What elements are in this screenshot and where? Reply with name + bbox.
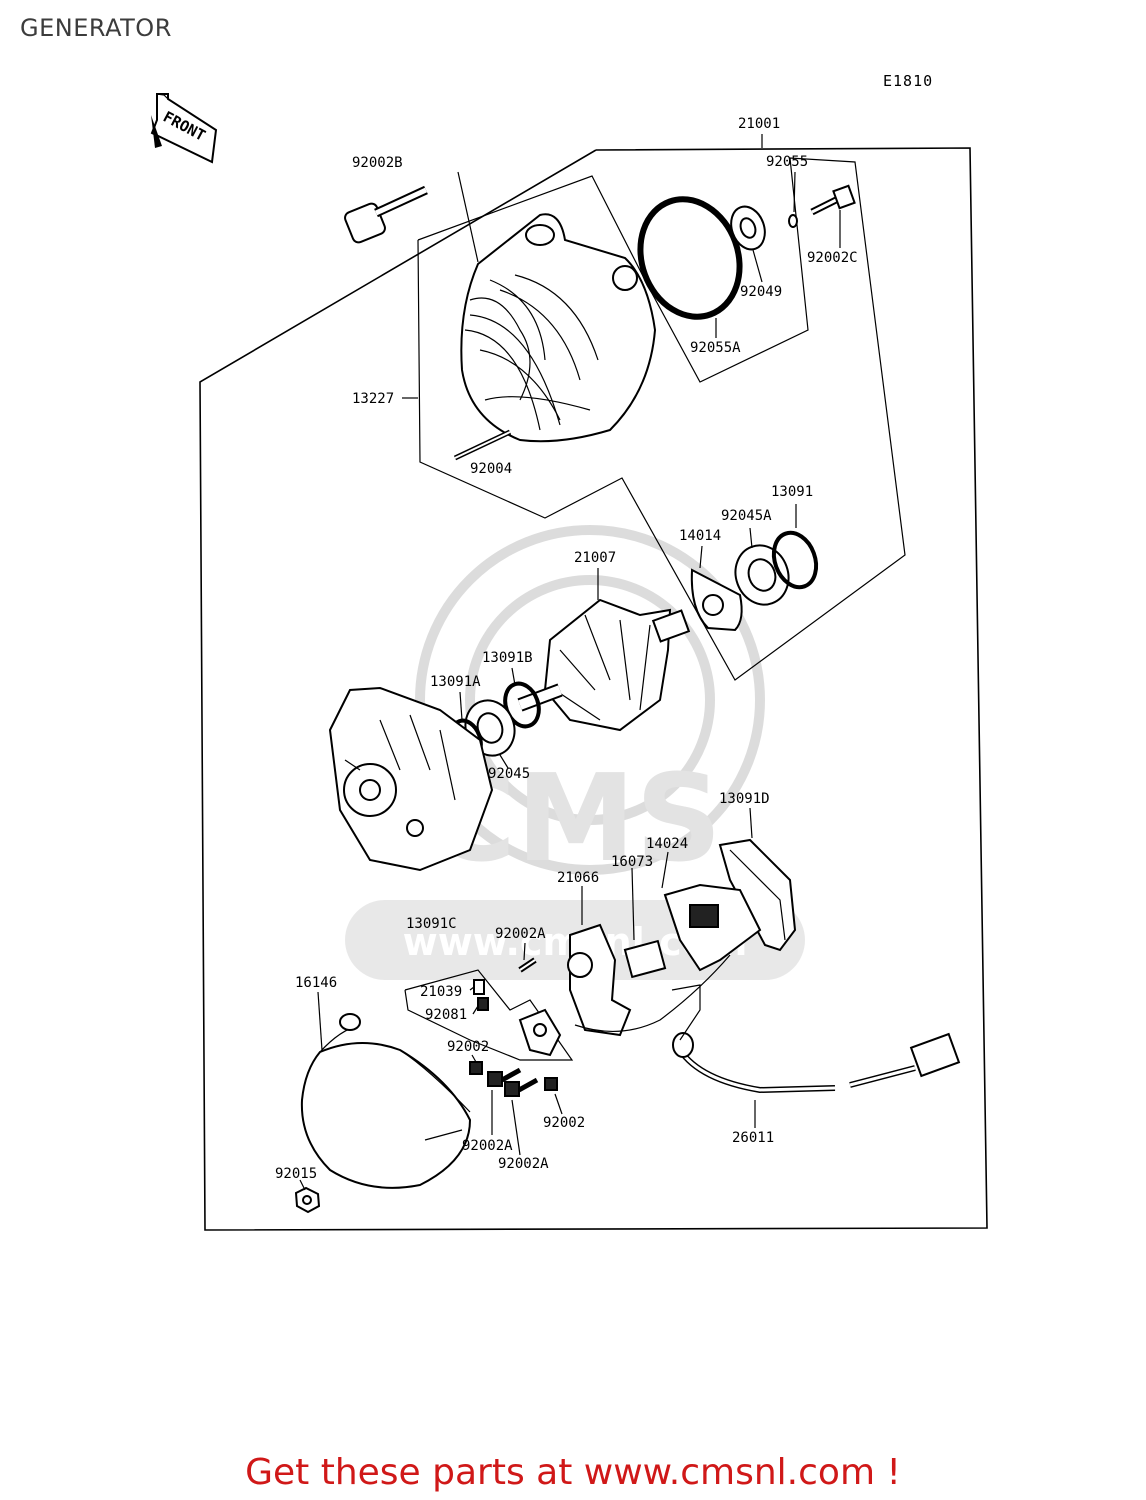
label-92015: 92015 — [275, 1166, 317, 1182]
label-92081: 92081 — [425, 1007, 467, 1023]
label-13227: 13227 — [352, 391, 394, 407]
rear-cover-16146 — [300, 1013, 472, 1189]
label-13091a: 13091A — [430, 674, 481, 690]
brush-holder-14024 — [663, 883, 762, 972]
label-13091c: 13091C — [406, 916, 457, 932]
label-92002c: 92002C — [807, 250, 858, 266]
oring-92055a — [637, 196, 743, 320]
label-13091d: 13091D — [719, 791, 770, 807]
label-21039: 21039 — [420, 984, 462, 1000]
regulator-21066 — [567, 923, 632, 1037]
label-92002a-b: 92002A — [498, 1156, 549, 1172]
screw-92002a-top — [518, 957, 537, 973]
page-title: GENERATOR — [20, 14, 172, 42]
diagram-code: E1810 — [883, 72, 933, 90]
label-92002a-top: 92002A — [495, 926, 546, 942]
footer-cta-link[interactable]: Get these parts at www.cmsnl.com ! — [245, 1452, 901, 1493]
oring-92055 — [788, 214, 798, 228]
ring-13091 — [771, 530, 819, 590]
label-92002b: 92002B — [352, 155, 403, 171]
label-26011: 26011 — [732, 1130, 774, 1146]
label-92049: 92049 — [740, 284, 782, 300]
label-92004: 92004 — [470, 461, 512, 477]
label-21007: 21007 — [574, 550, 616, 566]
brush-16073 — [623, 939, 667, 979]
nut-92015 — [294, 1186, 321, 1214]
label-92055a: 92055A — [690, 340, 741, 356]
spring-21039 — [473, 979, 489, 1011]
label-92055: 92055 — [766, 154, 808, 170]
rotor-21007 — [517, 598, 691, 732]
label-16146: 16146 — [295, 975, 337, 991]
bolt-92002b — [344, 185, 428, 244]
housing-13227 — [453, 213, 657, 461]
label-92002a-a: 92002A — [462, 1138, 513, 1154]
wire-harness-26011 — [574, 954, 961, 1094]
label-13091: 13091 — [771, 484, 813, 500]
assembly-frame — [199, 147, 988, 1231]
label-16073: 16073 — [611, 854, 653, 870]
label-21066: 21066 — [557, 870, 599, 886]
label-14024: 14024 — [646, 836, 688, 852]
label-13091b: 13091B — [482, 650, 533, 666]
front-arrow: FRONT — [150, 93, 218, 164]
label-21001: 21001 — [738, 116, 780, 132]
label-92002-right: 92002 — [543, 1115, 585, 1131]
bearing-92049 — [730, 205, 766, 251]
bolt-92002c — [810, 184, 856, 216]
label-14014: 14014 — [679, 528, 721, 544]
label-92045a: 92045A — [721, 508, 772, 524]
plate-14014 — [690, 568, 743, 632]
label-92045: 92045 — [488, 766, 530, 782]
terminal-bracket — [518, 1008, 562, 1057]
part-labels: 21001 92002B 92055 92002C 92049 92055A 1… — [275, 116, 858, 1182]
label-92002-left: 92002 — [447, 1039, 489, 1055]
rear-frame — [328, 686, 494, 872]
screws-92002 — [469, 1061, 558, 1097]
